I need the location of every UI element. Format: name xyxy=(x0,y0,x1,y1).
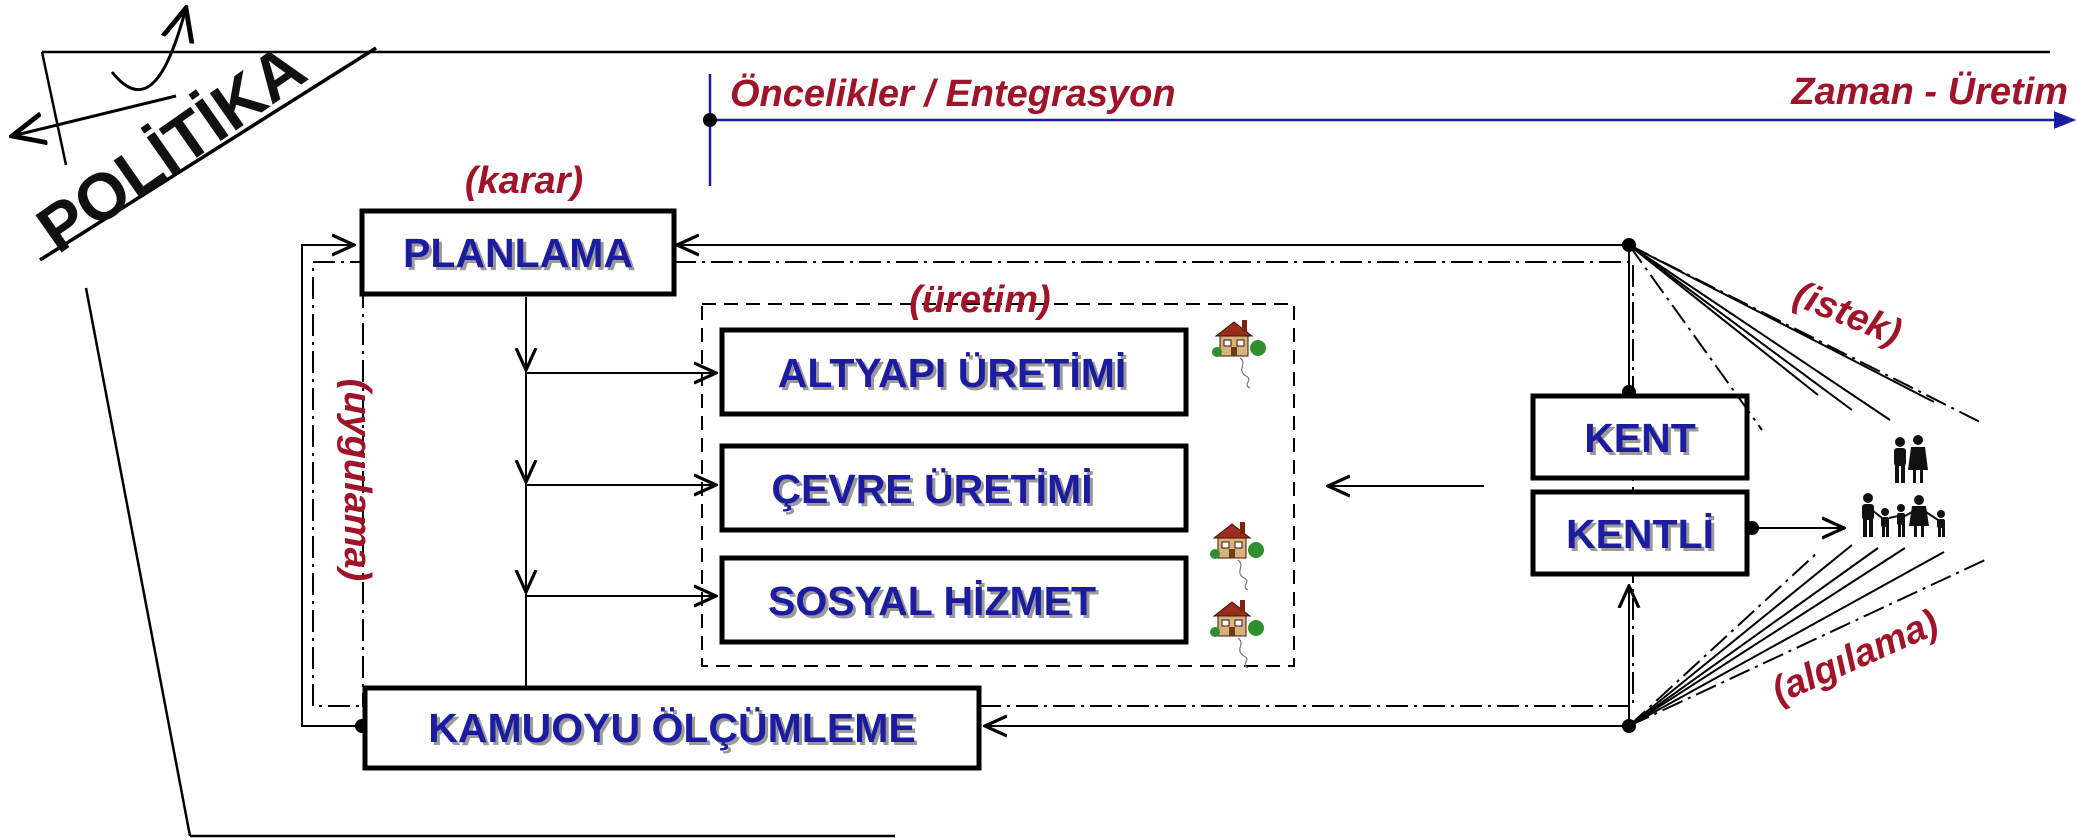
kent-label: KENT xyxy=(1584,415,1696,461)
algilama-rays xyxy=(1628,544,1986,727)
svg-text:KAMUOYU ÖLÇÜMLEME: KAMUOYU ÖLÇÜMLEME xyxy=(431,708,918,754)
istek-rays xyxy=(1628,244,1981,431)
altyapi-label: ALTYAPI ÜRETİMİ xyxy=(778,350,1127,396)
planlama-label: PLANLAMA xyxy=(403,230,633,276)
planning-branch-lines xyxy=(526,297,716,688)
people-icon xyxy=(1894,435,1928,483)
kamuoyu-label: KAMUOYU ÖLÇÜMLEME xyxy=(428,705,915,751)
politika-curve-arrow xyxy=(110,8,186,91)
istek-annotation: (istek) xyxy=(1788,273,1908,354)
uygulama-annotation: (uygulama) xyxy=(336,379,378,582)
planlama-label-shadow: PLANLAMA xyxy=(406,233,636,279)
kent-box[interactable]: KENT KENT xyxy=(1530,393,1750,481)
svg-text:ALTYAPI ÜRETİMİ: ALTYAPI ÜRETİMİ xyxy=(781,353,1130,399)
family-icon xyxy=(1862,493,1945,537)
svg-text:SOSYAL HİZMET: SOSYAL HİZMET xyxy=(771,581,1099,627)
kamuoyu-box[interactable]: KAMUOYU ÖLÇÜMLEME KAMUOYU ÖLÇÜMLEME xyxy=(362,685,982,771)
kentli-dot xyxy=(1745,521,1759,535)
politika-outer-edge xyxy=(84,287,192,837)
politika-cross-arrow xyxy=(12,94,177,136)
house-icon xyxy=(1209,521,1265,591)
house-icon xyxy=(1209,599,1265,669)
left-solid-loop xyxy=(301,245,362,727)
planlama-box[interactable]: PLANLAMA PLANLAMA xyxy=(359,208,677,297)
svg-text:KENT: KENT xyxy=(1587,418,1699,464)
kentli-box[interactable]: KENTLİ KENTLİ xyxy=(1530,489,1750,577)
politika-diagonal-rule xyxy=(39,46,377,262)
axis-origin-dot xyxy=(703,113,717,127)
axis-left-label: Öncelikler / Entegrasyon xyxy=(730,72,1176,115)
production-group-frame xyxy=(701,303,1295,667)
priorities-axis: Öncelikler / Entegrasyon Zaman - Üretim xyxy=(703,70,2077,186)
algilama-annotation: (algılama) xyxy=(1766,602,1945,713)
uretim-annotation: (üretim) xyxy=(909,279,1050,321)
karar-annotation: (karar) xyxy=(465,160,583,202)
svg-text:ÇEVRE ÜRETİMİ: ÇEVRE ÜRETİMİ xyxy=(774,469,1095,515)
house-icon xyxy=(1211,319,1267,389)
altyapi-box[interactable]: ALTYAPI ÜRETİMİ ALTYAPI ÜRETİMİ xyxy=(719,327,1189,417)
axis-right-label: Zaman - Üretim xyxy=(1790,70,2068,113)
dashdot-loop xyxy=(312,261,1634,707)
kentli-label: KENTLİ xyxy=(1566,511,1714,557)
svg-text:KENTLİ: KENTLİ xyxy=(1569,514,1717,560)
politika-title: POLİTİKA xyxy=(24,29,319,266)
sosyal-box[interactable]: SOSYAL HİZMET SOSYAL HİZMET xyxy=(719,555,1189,645)
cevre-label: ÇEVRE ÜRETİMİ xyxy=(771,466,1092,512)
cevre-box[interactable]: ÇEVRE ÜRETİMİ ÇEVRE ÜRETİMİ xyxy=(719,443,1189,533)
politika-left-edge xyxy=(40,51,68,166)
sosyal-label: SOSYAL HİZMET xyxy=(768,578,1096,624)
